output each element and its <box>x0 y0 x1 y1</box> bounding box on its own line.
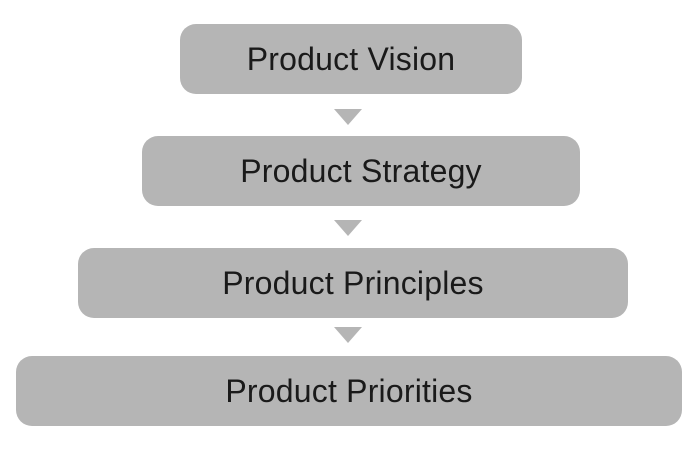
product-strategy-box: Product Strategy <box>142 136 580 206</box>
triangle-down-icon <box>334 220 362 236</box>
product-principles-box: Product Principles <box>78 248 628 318</box>
product-priorities-box: Product Priorities <box>16 356 682 426</box>
product-vision-box: Product Vision <box>180 24 522 94</box>
product-principles-label: Product Principles <box>222 264 484 301</box>
product-priorities-label: Product Priorities <box>225 372 473 409</box>
triangle-down-icon <box>334 109 362 125</box>
product-vision-label: Product Vision <box>246 40 456 77</box>
product-strategy-label: Product Strategy <box>240 152 482 189</box>
triangle-down-icon <box>334 327 362 343</box>
